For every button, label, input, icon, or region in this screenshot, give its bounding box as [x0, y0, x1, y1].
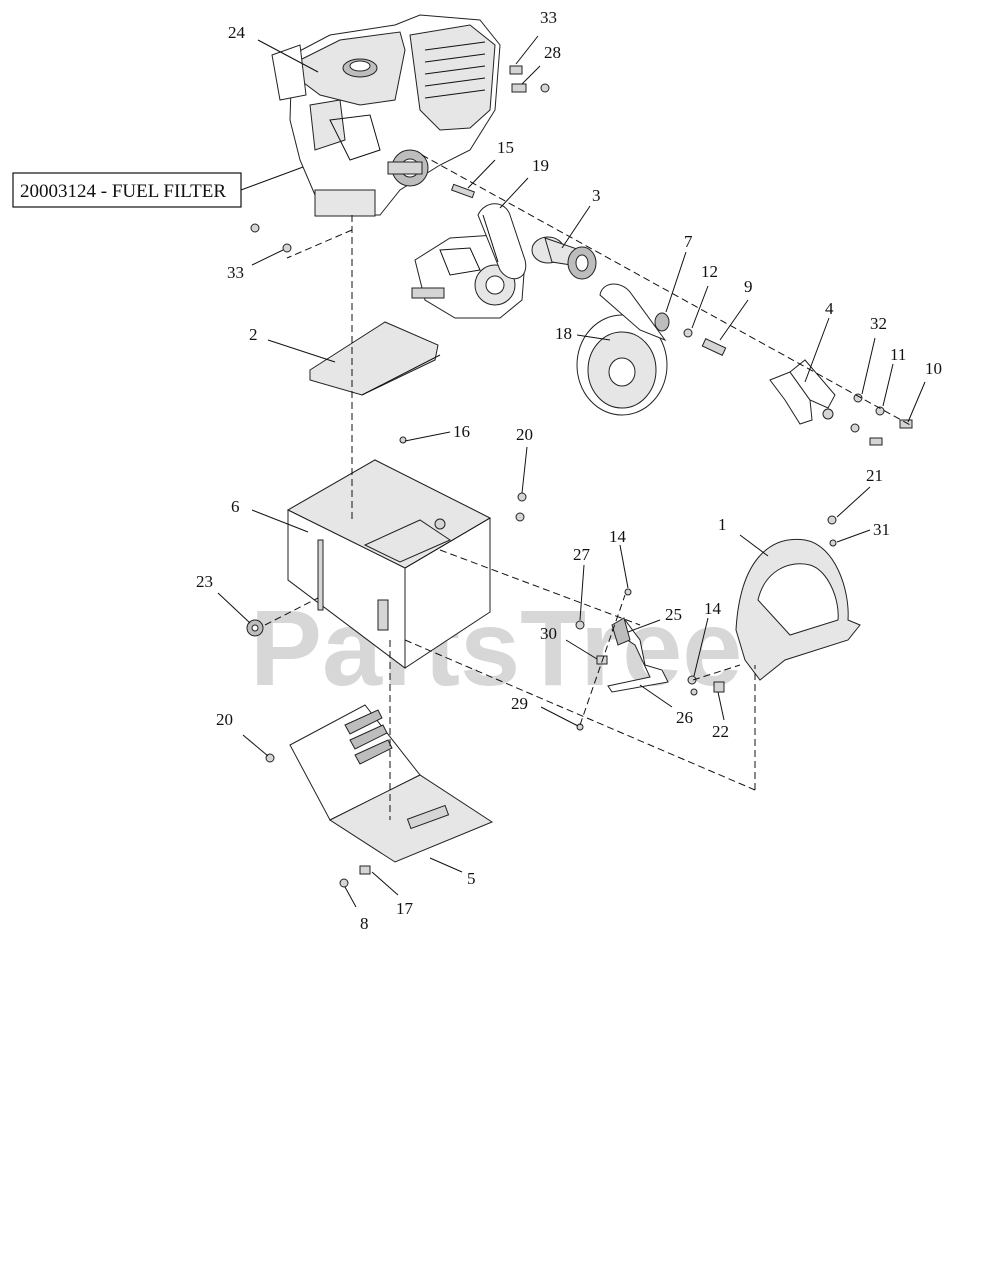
- callout-18[interactable]: 18: [555, 324, 572, 343]
- callout-30[interactable]: 30: [540, 624, 557, 643]
- washer-27: [575, 620, 585, 630]
- callout-2[interactable]: 2: [249, 325, 258, 344]
- clip-28: [511, 83, 527, 93]
- bracket-25: [611, 617, 631, 646]
- bolt-10: [899, 419, 913, 429]
- callout-29[interactable]: 29: [511, 694, 528, 713]
- callout-9[interactable]: 9: [744, 277, 753, 296]
- callout-14-lower[interactable]: 14: [704, 599, 722, 618]
- engine-assembly: [271, 14, 501, 217]
- callout-15[interactable]: 15: [497, 138, 514, 157]
- callout-27[interactable]: 27: [573, 545, 591, 564]
- nut-12: [683, 328, 693, 338]
- screw-16: [399, 436, 407, 444]
- key-15: [450, 183, 476, 199]
- washer-32: [853, 393, 863, 403]
- fuel-filter-reference-box[interactable]: 20003124 - FUEL FILTER: [12, 172, 242, 208]
- callout-5[interactable]: 5: [467, 869, 476, 888]
- fuel-filter-reference-label: 20003124 - FUEL FILTER: [20, 181, 226, 202]
- pulley-3: [531, 236, 597, 280]
- screw-14-lower: [687, 675, 697, 685]
- callout-6[interactable]: 6: [231, 497, 240, 516]
- leader-lines: [217, 35, 926, 908]
- bottom-pan-5: [289, 704, 494, 863]
- callout-24[interactable]: 24: [228, 23, 246, 42]
- callout-14-upper[interactable]: 14: [609, 527, 627, 546]
- callout-32[interactable]: 32: [870, 314, 887, 333]
- callout-33-top[interactable]: 33: [540, 8, 557, 27]
- bracket-26: [607, 619, 669, 693]
- callout-19[interactable]: 19: [532, 156, 549, 175]
- callout-17[interactable]: 17: [396, 899, 414, 918]
- callout-33-bottom[interactable]: 33: [227, 263, 244, 282]
- callout-20-bottom[interactable]: 20: [216, 710, 233, 729]
- bolt-33-bottom: [282, 243, 292, 253]
- callout-10[interactable]: 10: [925, 359, 942, 378]
- callout-12[interactable]: 12: [701, 262, 718, 281]
- screw-14-upper: [624, 588, 632, 596]
- belt-and-pulley-18: [576, 283, 668, 416]
- bolt-22: [713, 681, 725, 693]
- nut-21: [827, 515, 837, 525]
- callout-26[interactable]: 26: [676, 708, 693, 727]
- callout-labels: 24 33 28 15 19 3 7 12 9 4 32 11 10 33 2 …: [196, 8, 942, 933]
- callout-23[interactable]: 23: [196, 572, 213, 591]
- assembly-lines: [264, 154, 913, 820]
- frame-6: [286, 459, 492, 670]
- callout-22[interactable]: 22: [712, 722, 729, 741]
- bolt-9: [701, 338, 727, 356]
- callout-20-top[interactable]: 20: [516, 425, 533, 444]
- belt-19: [477, 203, 527, 280]
- callout-16[interactable]: 16: [453, 422, 470, 441]
- callout-8[interactable]: 8: [360, 914, 369, 933]
- screw-8: [339, 878, 349, 888]
- callout-11[interactable]: 11: [890, 345, 906, 364]
- washer-7: [654, 312, 670, 332]
- engine-plate-2: [309, 321, 439, 396]
- callout-21[interactable]: 21: [866, 466, 883, 485]
- nut-33-top: [509, 65, 523, 75]
- callout-7[interactable]: 7: [684, 232, 693, 251]
- belt-cover-1: [735, 538, 861, 681]
- callout-31[interactable]: 31: [873, 520, 890, 539]
- clip-17: [359, 865, 371, 875]
- screw-31: [829, 539, 837, 547]
- callout-25[interactable]: 25: [665, 605, 682, 624]
- callout-3[interactable]: 3: [592, 186, 601, 205]
- callout-28[interactable]: 28: [544, 43, 561, 62]
- screw-20-top: [517, 492, 527, 502]
- callout-1[interactable]: 1: [718, 515, 727, 534]
- callout-4[interactable]: 4: [825, 299, 834, 318]
